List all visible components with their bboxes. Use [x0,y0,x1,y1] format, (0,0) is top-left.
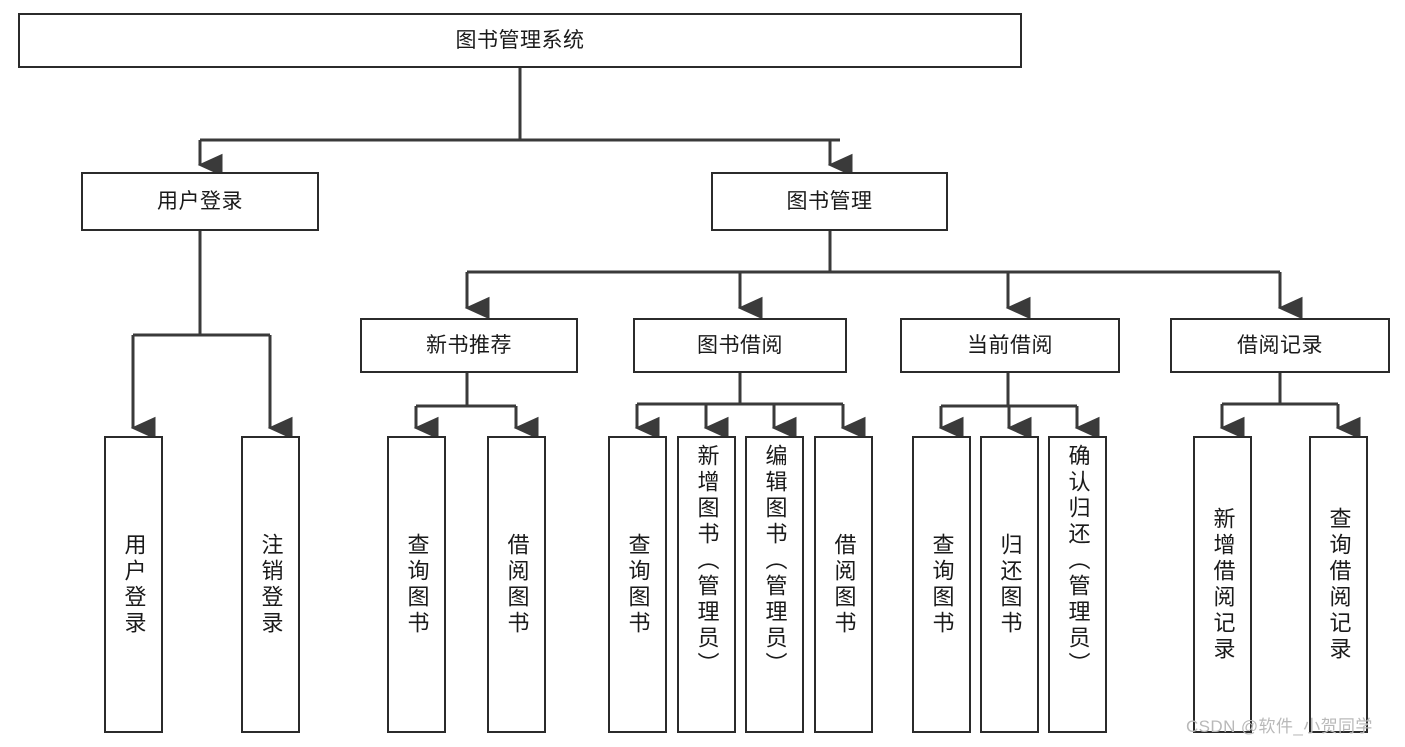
node-book-borrowing[interactable]: 图书借阅 [633,318,847,373]
leaf-current-borrow-return-books-label: 归还图书 [997,532,1023,637]
node-current-borrowing-label: 当前借阅 [967,333,1053,357]
leaf-current-borrow-return-books[interactable]: 归还图书 [980,436,1039,733]
leaf-new-book-query-books-label: 查询图书 [404,532,430,637]
node-root-label: 图书管理系统 [455,28,585,52]
leaf-user-login-sign-out[interactable]: 注销登录 [241,436,300,733]
leaf-new-book-borrow-books[interactable]: 借阅图书 [487,436,546,733]
leaf-book-borrow-query-books[interactable]: 查询图书 [608,436,667,733]
leaf-current-borrow-query-books[interactable]: 查询图书 [912,436,971,733]
node-user-login-label: 用户登录 [157,189,243,213]
node-new-book-recommendation-label: 新书推荐 [426,333,512,357]
leaf-book-borrow-borrow-books-label: 借阅图书 [831,532,857,637]
leaf-borrow-record-query-record-label: 查询借阅记录 [1326,506,1352,663]
leaf-new-book-query-books[interactable]: 查询图书 [387,436,446,733]
node-borrow-records[interactable]: 借阅记录 [1170,318,1390,373]
leaf-user-login-sign-out-label: 注销登录 [258,532,284,637]
leaf-book-borrow-borrow-books[interactable]: 借阅图书 [814,436,873,733]
node-book-borrowing-label: 图书借阅 [697,333,783,357]
leaf-borrow-record-add-record[interactable]: 新增借阅记录 [1193,436,1252,733]
leaf-user-login-sign-in[interactable]: 用户登录 [104,436,163,733]
leaf-new-book-borrow-books-label: 借阅图书 [504,532,530,637]
node-borrow-records-label: 借阅记录 [1237,333,1323,357]
leaf-current-borrow-confirm-return-admin-label: 确认归还（管理员） [1065,444,1091,678]
node-user-login[interactable]: 用户登录 [81,172,319,231]
node-root-book-management-system[interactable]: 图书管理系统 [18,13,1022,68]
node-book-management-label: 图书管理 [786,189,873,213]
leaf-book-borrow-edit-book-admin[interactable]: 编辑图书（管理员） [745,436,804,733]
node-current-borrowing[interactable]: 当前借阅 [900,318,1120,373]
leaf-current-borrow-query-books-label: 查询图书 [929,532,955,637]
leaf-user-login-sign-in-label: 用户登录 [121,532,147,637]
leaf-book-borrow-add-book-admin-label: 新增图书（管理员） [694,444,720,678]
leaf-book-borrow-query-books-label: 查询图书 [625,532,651,637]
leaf-current-borrow-confirm-return-admin[interactable]: 确认归还（管理员） [1048,436,1107,733]
node-new-book-recommendation[interactable]: 新书推荐 [360,318,578,373]
leaf-book-borrow-edit-book-admin-label: 编辑图书（管理员） [762,444,788,678]
leaf-borrow-record-query-record[interactable]: 查询借阅记录 [1309,436,1368,733]
node-book-management[interactable]: 图书管理 [711,172,948,231]
leaf-borrow-record-add-record-label: 新增借阅记录 [1210,506,1236,663]
leaf-book-borrow-add-book-admin[interactable]: 新增图书（管理员） [677,436,736,733]
